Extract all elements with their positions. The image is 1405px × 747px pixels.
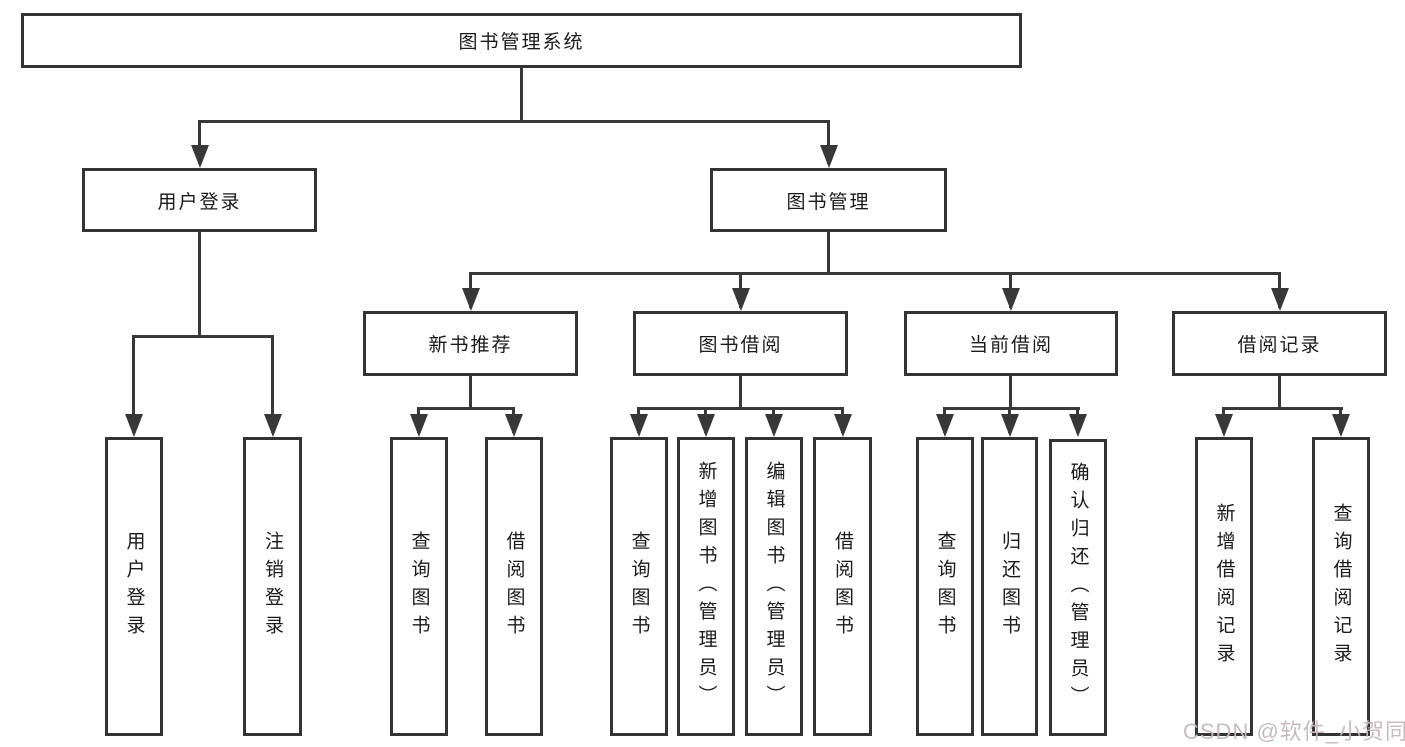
node-new-book-recommend: 新书推荐	[363, 311, 578, 376]
arrow-down	[697, 414, 715, 437]
arrow-down	[820, 145, 838, 168]
leaf-query-books-recommend: 查询图书	[390, 437, 448, 736]
node-label: 新书推荐	[428, 335, 513, 356]
leaf-label: 查询借阅记录	[1330, 502, 1352, 671]
connector-line	[1009, 376, 1012, 410]
node-label: 图书管理	[786, 191, 871, 213]
connector-line	[739, 376, 742, 410]
leaf-label: 归还图书	[999, 530, 1020, 643]
leaf-query-borrow-record: 查询借阅记录	[1312, 437, 1370, 736]
node-label: 借阅记录	[1237, 335, 1322, 356]
arrow-down	[1069, 414, 1087, 437]
node-label: 图书借阅	[698, 335, 783, 356]
node-current-borrow: 当前借阅	[904, 311, 1118, 376]
leaf-confirm-return-admin: 确认归还（管理员）	[1049, 439, 1107, 736]
node-library-system: 图书管理系统	[21, 13, 1022, 68]
node-borrow-records: 借阅记录	[1172, 311, 1387, 376]
leaf-label: 借阅图书	[832, 530, 853, 643]
leaf-add-borrow-record: 新增借阅记录	[1195, 437, 1253, 736]
connector-line	[198, 120, 830, 123]
arrow-down	[732, 288, 750, 311]
connector-line	[1278, 376, 1281, 410]
arrow-down	[630, 414, 648, 437]
leaf-borrow-books-recommend: 借阅图书	[485, 437, 543, 736]
arrow-down	[264, 414, 282, 437]
arrow-down	[505, 414, 523, 437]
connector-line	[827, 232, 830, 275]
connector-line	[469, 272, 1281, 275]
node-label: 用户登录	[157, 191, 242, 213]
arrow-down	[834, 414, 852, 437]
connector-line	[132, 335, 135, 433]
leaf-label: 新增借阅记录	[1213, 502, 1235, 671]
leaf-label: 确认归还（管理员）	[1067, 461, 1089, 714]
arrow-down	[1002, 288, 1020, 311]
connector-line	[943, 407, 1080, 410]
connector-line	[520, 68, 523, 123]
node-book-management: 图书管理	[710, 168, 947, 232]
connector-line	[198, 120, 201, 164]
watermark: CSDN @软件_小贺同学	[1183, 719, 1405, 744]
node-user-login: 用户登录	[82, 168, 317, 232]
leaf-return-books: 归还图书	[981, 437, 1038, 736]
leaf-label: 注销登录	[262, 530, 283, 643]
leaf-borrow-books: 借阅图书	[813, 437, 872, 736]
node-label: 当前借阅	[968, 335, 1053, 356]
connector-line	[132, 335, 274, 338]
leaf-label: 借阅图书	[503, 530, 525, 643]
arrow-down	[765, 414, 783, 437]
leaf-edit-books-admin: 编辑图书（管理员）	[745, 437, 803, 736]
leaf-label: 查询图书	[628, 530, 650, 643]
leaf-query-books-current: 查询图书	[916, 437, 974, 736]
node-book-borrow: 图书借阅	[633, 311, 848, 376]
leaf-label: 查询图书	[934, 530, 956, 643]
node-label: 图书管理系统	[458, 32, 585, 53]
arrow-down	[1001, 414, 1019, 437]
arrow-down	[936, 414, 954, 437]
arrow-down	[191, 145, 209, 168]
leaf-label: 新增图书（管理员）	[695, 460, 717, 713]
leaf-label: 编辑图书（管理员）	[763, 460, 785, 713]
connector-line	[271, 335, 274, 433]
arrow-down	[125, 414, 143, 437]
arrow-down	[1271, 288, 1289, 311]
leaf-logout: 注销登录	[243, 437, 302, 736]
leaf-user-login: 用户登录	[105, 437, 163, 736]
connector-line	[417, 407, 515, 410]
leaf-query-books-borrow: 查询图书	[610, 437, 668, 736]
leaf-add-books-admin: 新增图书（管理员）	[677, 437, 735, 736]
arrow-down	[1215, 414, 1233, 437]
arrow-down	[1332, 414, 1350, 437]
connector-line	[1222, 407, 1343, 410]
arrow-down	[462, 288, 480, 311]
connector-line	[637, 407, 844, 410]
arrow-down	[410, 414, 428, 437]
leaf-label: 查询图书	[408, 530, 430, 643]
leaf-label: 用户登录	[123, 530, 145, 643]
connector-line	[827, 120, 830, 164]
connector-line	[469, 376, 472, 410]
connector-line	[198, 232, 201, 338]
